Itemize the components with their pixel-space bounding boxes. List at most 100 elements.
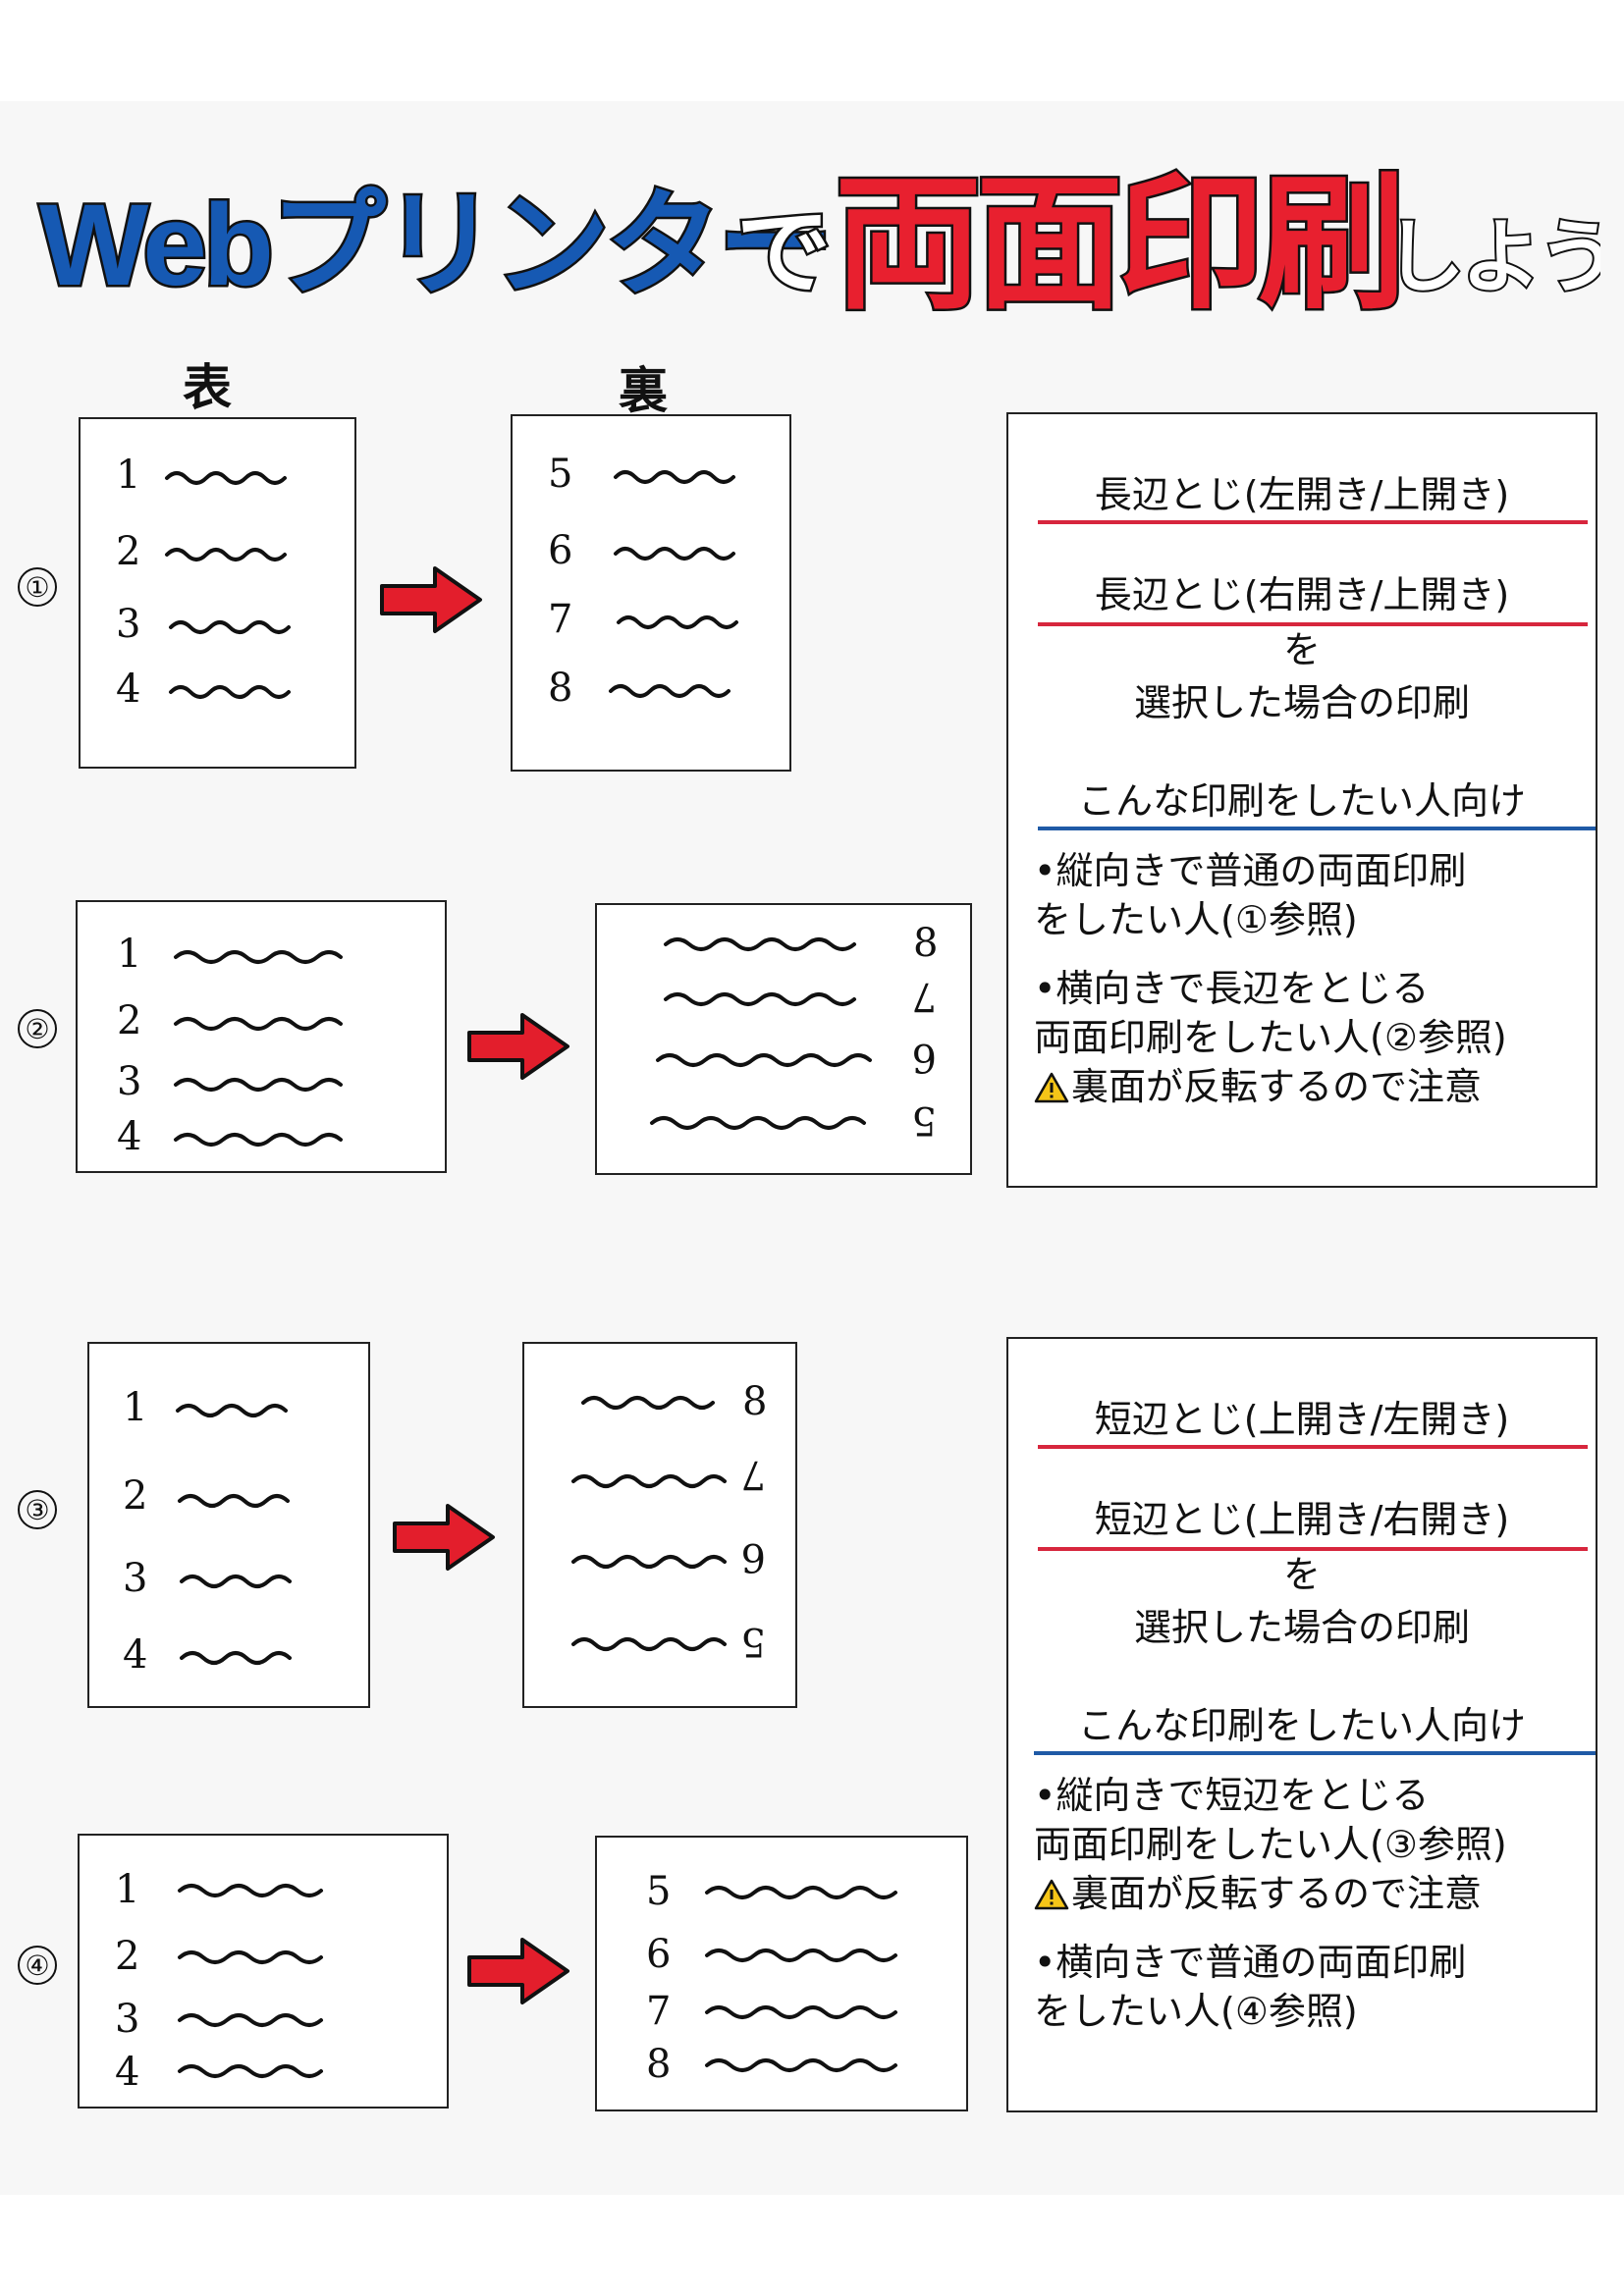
page-line-number: 6: [646, 1932, 671, 1977]
right-arrow-icon: [467, 1013, 569, 1080]
info-box-long-edge: 長辺とじ(左開き/上開き) 長辺とじ(右開き/上開き) を 選択した場合の印刷 …: [1006, 412, 1597, 1188]
text-squiggle: [571, 1637, 727, 1651]
text-squiggle: [617, 615, 738, 629]
usage-line: 両面印刷をしたい人(②参照): [1034, 1016, 1507, 1059]
text-squiggle: [656, 1053, 872, 1067]
text-squiggle: [650, 1116, 866, 1130]
page-line-number: 4: [117, 1114, 141, 1159]
example-marker: ④: [18, 1946, 57, 1985]
title-part-web-printer: Webプリンター: [39, 181, 830, 310]
text-squiggle: [178, 2064, 323, 2078]
usage-line: をしたい人(①参照): [1034, 898, 1358, 941]
title-part-de: で: [736, 200, 831, 305]
text-squiggle: [178, 1494, 290, 1508]
page-line-number: 7: [646, 1989, 671, 2034]
option-short-left: 短辺とじ(上開き/左開き): [1094, 1398, 1510, 1441]
text-squiggle: [174, 950, 343, 964]
page-line-number: 6: [548, 528, 572, 573]
warning-icon: [1034, 1879, 1069, 1910]
front-page-landscape: 1 2 3 4: [76, 900, 447, 1173]
text-squiggle: [178, 1950, 323, 1964]
page-line-number: 5: [741, 1619, 766, 1664]
title-part-shiyou: しよう: [1384, 213, 1600, 302]
text-squiggle: [180, 1575, 292, 1588]
page-line-number: 4: [116, 667, 140, 712]
text-squiggle: [174, 1017, 343, 1031]
text-squiggle: [169, 685, 291, 699]
page-line-number: 8: [913, 921, 938, 966]
warning-text: 裏面が反転するので注意: [1071, 1872, 1483, 1915]
page-line-number: 4: [115, 2050, 139, 2095]
text-squiggle: [180, 1651, 292, 1665]
right-arrow-icon: [467, 1938, 569, 2004]
underline-blue: [1034, 1751, 1596, 1755]
underline-red: [1038, 622, 1588, 626]
page-line-number: 1: [117, 932, 141, 977]
option-long-right: 長辺とじ(右開き/上開き): [1094, 573, 1510, 616]
right-arrow-icon: [380, 566, 482, 633]
example-marker: ③: [18, 1490, 57, 1529]
page-line-number: 2: [117, 998, 141, 1043]
back-page-landscape: 5 6 7 8: [595, 1836, 968, 2111]
page-line-number: 2: [123, 1473, 147, 1519]
text-squiggle: [581, 1396, 715, 1410]
front-page-landscape: 1 2 3 4: [78, 1834, 449, 2109]
text-squiggle: [169, 620, 291, 634]
example-marker: ①: [18, 567, 57, 607]
back-label: 裏: [619, 361, 668, 419]
particle-wo: を: [1282, 628, 1321, 671]
text-squiggle: [178, 1884, 323, 1897]
page-line-number: 2: [115, 1934, 139, 1979]
selected-label: 選択した場合の印刷: [1133, 1606, 1470, 1649]
usage-line: •縦向きで短辺をとじる: [1034, 1774, 1430, 1817]
text-squiggle: [705, 1886, 897, 1899]
text-squiggle: [664, 937, 856, 951]
page-line-number: 1: [116, 453, 140, 498]
text-squiggle: [174, 1133, 343, 1147]
text-squiggle: [165, 471, 287, 485]
right-arrow-icon: [393, 1504, 495, 1571]
particle-wo: を: [1282, 1553, 1321, 1596]
option-short-right: 短辺とじ(上開き/右開き): [1094, 1498, 1510, 1541]
back-page-portrait: 5 6 7 8: [511, 414, 791, 772]
underline-red: [1038, 1547, 1588, 1551]
front-page-portrait: 1 2 3 4: [79, 417, 356, 769]
page-line-number: 7: [548, 597, 572, 642]
page-line-number: 1: [123, 1385, 147, 1430]
text-squiggle: [705, 2005, 897, 2019]
back-page-landscape-rotated: 8 7 6 5: [595, 903, 972, 1175]
front-label: 表: [183, 358, 232, 416]
text-squiggle: [571, 1555, 727, 1569]
for-whom-heading: こんな印刷をしたい人向け: [1077, 779, 1526, 823]
page-line-number: 3: [116, 602, 140, 647]
usage-line: をしたい人(④参照): [1034, 1990, 1358, 2033]
warning-line: 裏面が反転するので注意: [1034, 1062, 1482, 1111]
page-line-number: 5: [646, 1869, 671, 1914]
usage-line: •横向きで普通の両面印刷: [1034, 1941, 1467, 1984]
text-squiggle: [174, 1078, 343, 1092]
text-squiggle: [705, 2058, 897, 2072]
text-squiggle: [609, 684, 731, 698]
page-line-number: 5: [912, 1097, 937, 1143]
text-squiggle: [614, 547, 735, 561]
text-squiggle: [571, 1474, 727, 1488]
page-line-number: 5: [548, 452, 572, 497]
warning-text: 裏面が反転するので注意: [1071, 1065, 1483, 1108]
underline-red: [1038, 1445, 1588, 1449]
page-line-number: 3: [115, 1997, 139, 2042]
page-line-number: 8: [548, 666, 572, 711]
usage-line: 両面印刷をしたい人(③参照): [1034, 1823, 1507, 1866]
page-line-number: 6: [741, 1534, 766, 1579]
page-line-number: 4: [123, 1632, 147, 1678]
text-squiggle: [178, 2013, 323, 2027]
for-whom-heading: こんな印刷をしたい人向け: [1077, 1704, 1526, 1747]
page-line-number: 3: [123, 1556, 147, 1601]
title-part-duplex: 両面印刷: [835, 161, 1400, 324]
example-marker: ②: [18, 1009, 57, 1048]
warning-icon: [1034, 1072, 1069, 1103]
page-line-number: 7: [741, 1452, 766, 1497]
back-page-portrait-rotated: 8 7 6 5: [522, 1342, 797, 1708]
usage-line: •縦向きで普通の両面印刷: [1034, 849, 1467, 892]
selected-label: 選択した場合の印刷: [1133, 681, 1470, 724]
option-long-left: 長辺とじ(左開き/上開き): [1094, 473, 1510, 516]
